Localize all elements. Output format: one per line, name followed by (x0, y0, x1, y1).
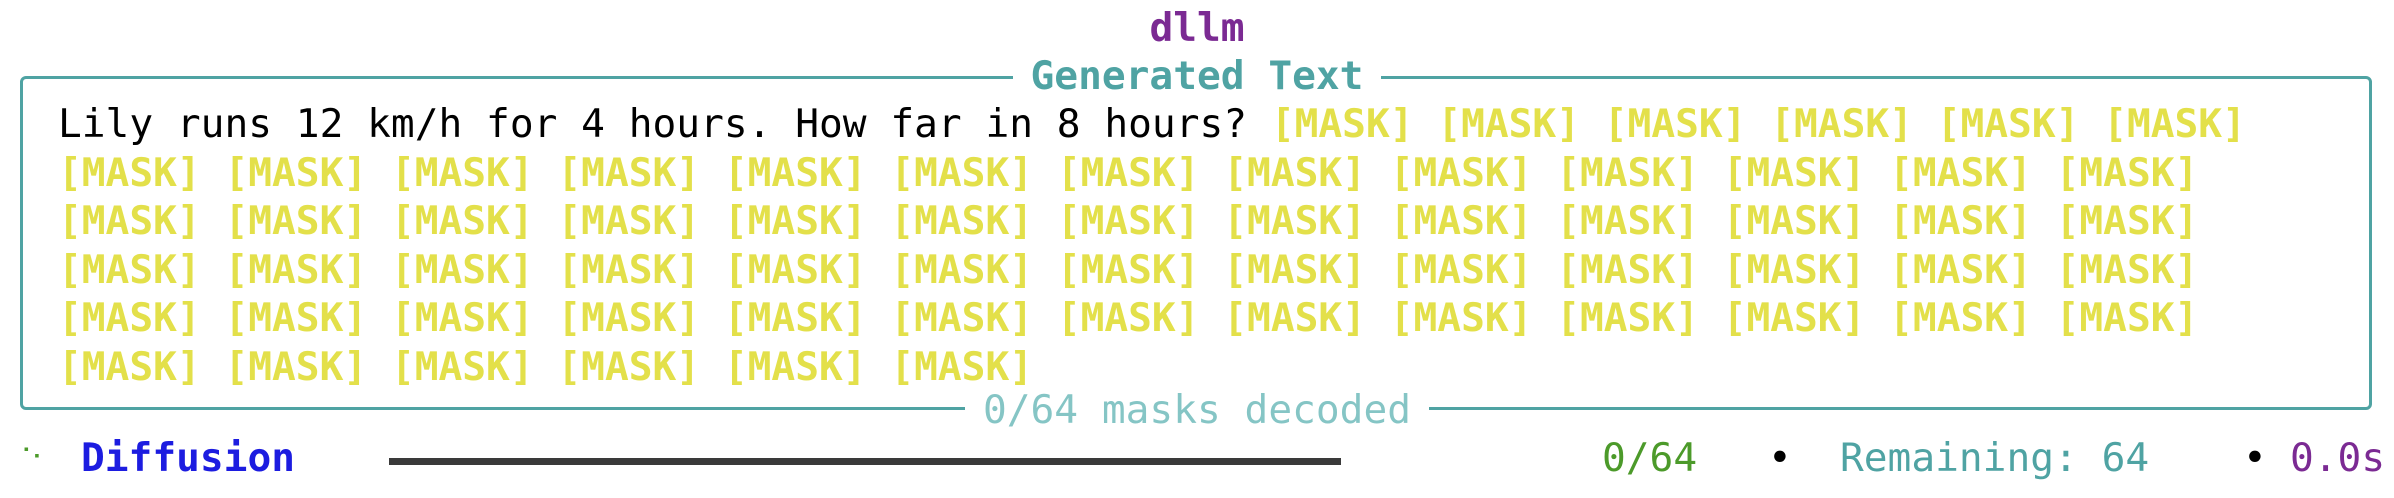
mask-token: [MASK] (1223, 246, 1366, 293)
separator-bullet: • (1768, 435, 1792, 481)
mask-token: [MASK] (723, 246, 867, 293)
mask-token: [MASK] (390, 149, 534, 196)
mask-token: [MASK] (2103, 101, 2246, 147)
mask-token: [MASK] (890, 343, 1034, 390)
prompt-text: Lily runs 12 km/h for 4 hours. How far i… (58, 101, 1248, 147)
mask-token: [MASK] (557, 246, 701, 293)
generated-text-content: Lily runs 12 km/h for 4 hours. How far i… (58, 100, 2317, 391)
mask-token: [MASK] (557, 295, 701, 341)
mask-token: [MASK] (58, 295, 201, 341)
mask-token: [MASK] (1556, 246, 1699, 293)
mask-token: [MASK] (1722, 246, 1866, 293)
spinner-icon: ⠈⠂ (14, 444, 50, 472)
mask-token: [MASK] (1889, 149, 2032, 196)
mask-token: [MASK] (1270, 101, 1414, 147)
mask-token: [MASK] (2055, 246, 2199, 293)
mask-token: [MASK] (58, 343, 201, 390)
mask-token: [MASK] (58, 198, 201, 244)
mask-token: [MASK] (1223, 295, 1366, 341)
mask-token: [MASK] (1603, 101, 1747, 147)
mask-token: [MASK] (2055, 198, 2199, 244)
mask-token: [MASK] (1056, 246, 1200, 293)
mask-token: [MASK] (1722, 295, 1866, 341)
mask-token: [MASK] (224, 198, 368, 244)
mask-token: [MASK] (1389, 198, 1533, 244)
mask-token: [MASK] (1556, 295, 1699, 341)
mask-token: [MASK] (890, 198, 1034, 244)
panel-title-text: Generated Text (1012, 53, 1382, 99)
mask-token: [MASK] (723, 343, 867, 390)
app-title: dllm (1149, 5, 1245, 51)
mask-token: [MASK] (890, 149, 1034, 196)
mask-token: [MASK] (1056, 198, 1200, 244)
mask-token: [MASK] (1389, 295, 1533, 341)
panel-title: Generated Text (0, 52, 2394, 101)
mask-token: [MASK] (2055, 295, 2199, 341)
mask-token: [MASK] (1936, 101, 2080, 147)
mask-token: [MASK] (2055, 149, 2199, 196)
mask-token: [MASK] (890, 295, 1034, 341)
mask-token: [MASK] (1722, 198, 1866, 244)
mask-token: [MASK] (890, 246, 1034, 293)
mask-token: [MASK] (224, 246, 368, 293)
mask-token: [MASK] (224, 295, 368, 341)
mask-token: [MASK] (1889, 295, 2032, 341)
mode-label: Diffusion (81, 435, 296, 481)
mask-token: [MASK] (390, 343, 534, 390)
mask-token: [MASK] (723, 295, 867, 341)
mask-token: [MASK] (1889, 198, 2032, 244)
mask-token: [MASK] (1056, 295, 1200, 341)
mask-token: [MASK] (390, 295, 534, 341)
mask-token: [MASK] (1770, 101, 1913, 147)
progress-bar (389, 458, 1341, 465)
mask-token: [MASK] (723, 198, 867, 244)
mask-token: [MASK] (390, 246, 534, 293)
mask-token: [MASK] (58, 149, 201, 196)
mask-token: [MASK] (557, 149, 701, 196)
mask-token: [MASK] (557, 198, 701, 244)
separator-bullet: • (2243, 435, 2267, 481)
mask-token: [MASK] (1437, 101, 1580, 147)
mask-token: [MASK] (1889, 246, 2032, 293)
mask-token: [MASK] (1223, 198, 1366, 244)
mask-token: [MASK] (1389, 149, 1533, 196)
mask-token: [MASK] (390, 198, 534, 244)
mask-token: [MASK] (1223, 149, 1366, 196)
mask-token: [MASK] (1556, 198, 1699, 244)
masks-decoded-text: 0/64 masks decoded (964, 387, 1430, 433)
mask-token: [MASK] (1722, 149, 1866, 196)
mask-token: [MASK] (557, 343, 701, 390)
panel-footer: 0/64 masks decoded (0, 386, 2394, 435)
mask-token: [MASK] (723, 149, 867, 196)
mask-token: [MASK] (224, 149, 368, 196)
mask-token: [MASK] (1056, 149, 1200, 196)
mask-token: [MASK] (1389, 246, 1533, 293)
mask-token: [MASK] (58, 246, 201, 293)
remaining-count: Remaining: 64 (1840, 435, 2150, 481)
mask-token: [MASK] (224, 343, 368, 390)
elapsed-time: 0.0s (2290, 435, 2386, 481)
progress-count: 0/64 (1602, 435, 1698, 481)
mask-token: [MASK] (1556, 149, 1699, 196)
